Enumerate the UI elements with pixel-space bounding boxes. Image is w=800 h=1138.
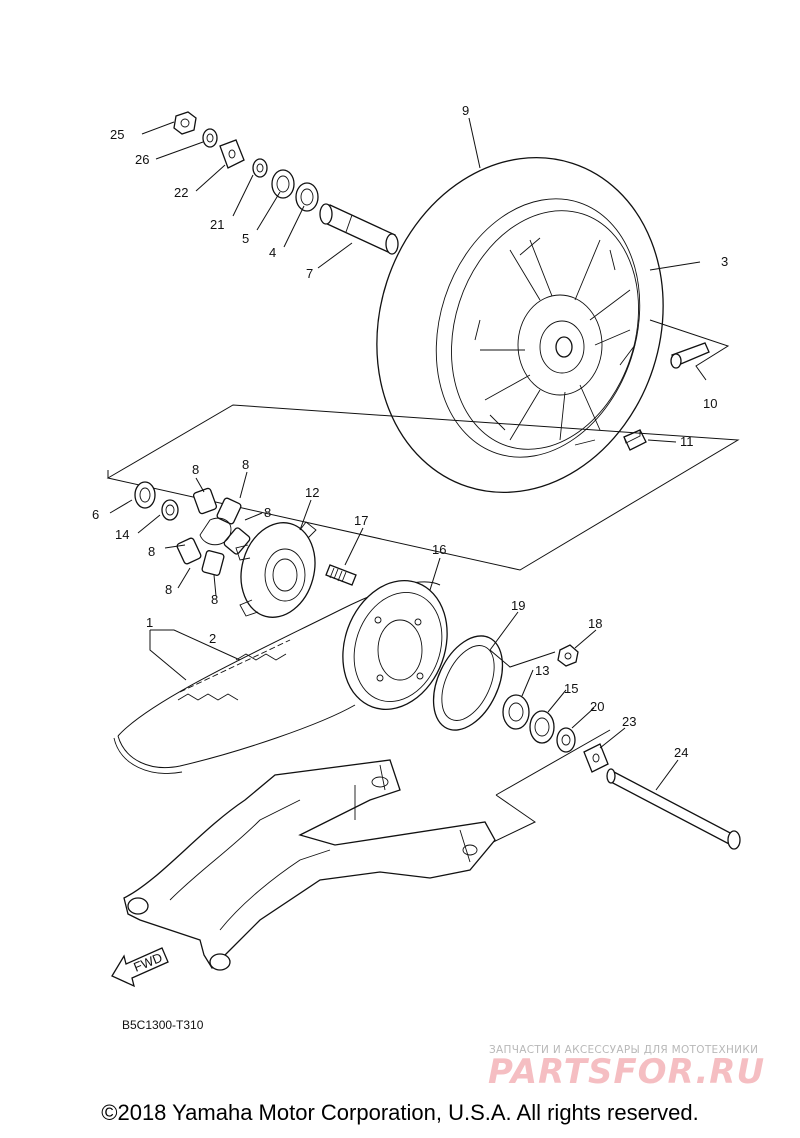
callout-26: 26 (135, 152, 149, 167)
callout-3: 3 (721, 254, 728, 269)
watermark-caption: ЗАПЧАСТИ И АКСЕССУАРЫ ДЛЯ МОТОТЕХНИКИ (489, 1044, 759, 1056)
callout-8-top-right: 8 (242, 457, 249, 472)
part-bearing-4 (295, 182, 319, 212)
part-oil-seal-15 (529, 710, 555, 744)
callout-17: 17 (354, 513, 368, 528)
callout-24: 24 (674, 745, 688, 760)
part-sprocket-hub-12 (235, 521, 317, 618)
callout-25: 25 (110, 127, 124, 142)
callout-22: 22 (174, 185, 188, 200)
part-collar-14 (161, 499, 179, 521)
callout-21: 21 (210, 217, 224, 232)
part-guard-19 (432, 635, 504, 731)
part-washer-26 (202, 128, 218, 148)
callout-12: 12 (305, 485, 319, 500)
watermark-logo: PARTSFOR.RU (488, 1052, 766, 1092)
part-axle-24 (606, 768, 741, 850)
callout-4: 4 (269, 245, 276, 260)
part-adjuster-23 (583, 743, 609, 773)
part-dampers-8 (176, 487, 251, 576)
leader-lines (109, 117, 730, 791)
callout-1: 1 (146, 615, 153, 630)
callout-6: 6 (92, 507, 99, 522)
part-bearing-5 (271, 169, 295, 199)
callout-23: 23 (622, 714, 636, 729)
part-collar-20 (556, 727, 576, 753)
part-bearing-13 (502, 694, 530, 730)
hub-group-outline (106, 404, 740, 571)
callout-14: 14 (115, 527, 129, 542)
callout-8-bottom-left: 8 (165, 582, 172, 597)
callout-8-left: 8 (148, 544, 155, 559)
callout-18: 18 (588, 616, 602, 631)
fwd-arrow: FWD (111, 947, 169, 988)
part-bearing-6 (134, 481, 156, 509)
swingarm (123, 759, 496, 971)
callout-8-bottom: 8 (211, 592, 218, 607)
part-sleeve-7 (319, 203, 399, 255)
callout-9: 9 (462, 103, 469, 118)
callout-8-top-left: 8 (192, 462, 199, 477)
callout-2: 2 (209, 631, 216, 646)
part-stud-bolt-17 (325, 564, 357, 586)
callout-11: 11 (680, 434, 694, 449)
callout-19: 19 (511, 598, 525, 613)
callout-16: 16 (432, 542, 446, 557)
callout-15: 15 (564, 681, 578, 696)
callout-20: 20 (590, 699, 604, 714)
part-valve-10 (670, 342, 710, 369)
callout-5: 5 (242, 231, 249, 246)
rear-wheel (376, 156, 664, 494)
diagram-code: B5C1300-T310 (122, 1018, 204, 1032)
part-collar-21 (252, 158, 268, 178)
part-chain-joint-2 (177, 653, 287, 701)
part-nut-25 (173, 111, 197, 135)
callout-13: 13 (535, 663, 549, 678)
callout-labels: 25 26 22 21 5 4 7 9 3 10 11 6 14 8 8 8 8… (92, 103, 728, 760)
copyright-notice: ©2018 Yamaha Motor Corporation, U.S.A. A… (101, 1100, 699, 1125)
callout-8-right: 8 (264, 505, 271, 520)
part-balance-weight-11 (623, 429, 647, 451)
part-sprocket-16 (342, 580, 448, 710)
part-plate-22 (219, 139, 245, 169)
callout-10: 10 (703, 396, 717, 411)
callout-7: 7 (306, 266, 313, 281)
part-nut-18 (557, 644, 579, 667)
